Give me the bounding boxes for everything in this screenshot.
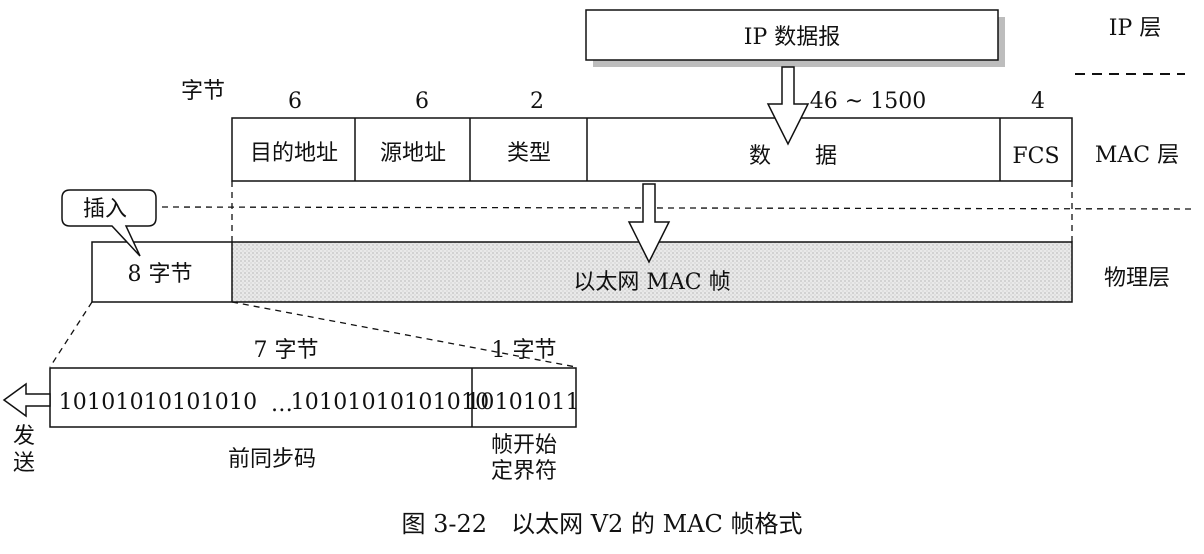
mac-layer-label: MAC 层 — [1095, 143, 1179, 168]
preamble-detail-box: 10101010101010 … 10101010101010 10101011 — [49, 367, 580, 428]
field-data: 数 据 — [749, 144, 837, 169]
ellipsis: … — [271, 392, 293, 417]
preamble-bits-right: 10101010101010 — [291, 390, 490, 415]
field-bytes: 2 — [530, 89, 544, 114]
preamble-bytes-label: 7 字节 — [254, 338, 319, 363]
field-bytes: 6 — [415, 89, 429, 114]
field-bytes: 4 — [1031, 89, 1045, 114]
send-label-1: 发 — [13, 424, 35, 449]
mac-frame: 目的地址 源地址 类型 数 据 FCS — [231, 117, 1073, 182]
sfd-name-line2: 定界符 — [491, 459, 557, 484]
field-bytes: 6 — [288, 89, 302, 114]
byte-unit-label: 字节 — [181, 79, 225, 104]
field-fcs: FCS — [1012, 144, 1059, 169]
ip-layer-label: IP 层 — [1109, 16, 1162, 41]
transmit-arrow-icon — [627, 183, 671, 264]
preamble-name: 前同步码 — [228, 447, 316, 472]
field-type: 类型 — [507, 141, 551, 166]
field-src-address: 源地址 — [380, 141, 446, 166]
preamble-bits-left: 10101010101010 — [59, 390, 258, 415]
phy-layer-label: 物理层 — [1104, 266, 1170, 291]
ethernet-frame-label: 以太网 MAC 帧 — [573, 270, 730, 295]
figure-caption: 图 3-22 以太网 V2 的 MAC 帧格式 — [402, 510, 803, 538]
ip-datagram-box: IP 数据报 — [585, 9, 1005, 67]
preamble-total-bytes: 8 字节 — [128, 262, 193, 287]
insert-callout: 插入 — [61, 189, 157, 257]
physical-frame: 8 字节 以太网 MAC 帧 — [91, 241, 1073, 303]
sfd-bytes-label: 1 字节 — [492, 338, 557, 363]
encapsulate-arrow-icon — [766, 66, 810, 146]
send-arrow-icon — [2, 382, 51, 418]
ip-datagram-label: IP 数据报 — [744, 25, 841, 50]
insert-label: 插入 — [83, 197, 127, 222]
insert-dashed-line — [161, 206, 1196, 210]
sfd-bits: 10101011 — [466, 390, 580, 415]
field-dest-address: 目的地址 — [250, 141, 338, 166]
sfd-name-line1: 帧开始 — [491, 433, 557, 458]
send-label-2: 送 — [13, 451, 35, 476]
field-bytes: 46 ~ 1500 — [810, 89, 926, 114]
